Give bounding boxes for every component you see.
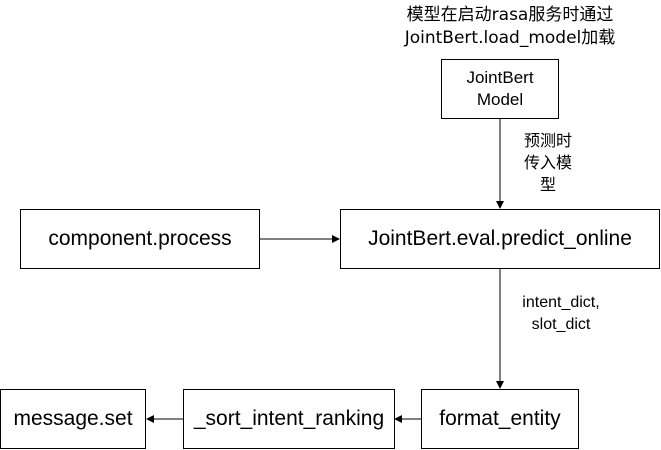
top-note-line-2: JointBert.load_model加载 [404, 28, 616, 48]
jointbert-model-node: JointBert Model [441, 59, 559, 119]
predict-online-label: JointBert.eval.predict_online [368, 227, 632, 250]
sort-intent-ranking-label: _sort_intent_ranking [193, 407, 385, 430]
format-entity-node: format_entity [421, 389, 579, 449]
top-note: 模型在启动rasa服务时通过 JointBert.load_model加载 [370, 4, 650, 50]
message-set-node: message.set [0, 389, 146, 449]
edge-label-line-2: slot_dict [531, 316, 591, 333]
predict-online-node: JointBert.eval.predict_online [340, 209, 660, 269]
top-note-line-1: 模型在启动rasa服务时通过 [406, 5, 614, 25]
jointbert-model-line-2: Model [476, 90, 524, 109]
message-set-label: message.set [13, 407, 133, 430]
sort-intent-ranking-node: _sort_intent_ranking [183, 389, 395, 449]
component-process-node: component.process [20, 209, 260, 269]
edge-label-predict-to-format: intent_dict, slot_dict [503, 292, 619, 336]
edge-label-line-1: intent_dict, [522, 294, 600, 311]
edge-label-model-to-predict: 预测时 传入模 型 [514, 130, 582, 196]
edge-label-line-3: 型 [539, 175, 556, 194]
component-process-label: component.process [48, 227, 232, 250]
jointbert-model-line-1: JointBert [466, 68, 534, 87]
edge-label-line-2: 传入模 [523, 153, 572, 172]
edge-label-line-1: 预测时 [523, 131, 572, 150]
format-entity-label: format_entity [439, 407, 561, 430]
